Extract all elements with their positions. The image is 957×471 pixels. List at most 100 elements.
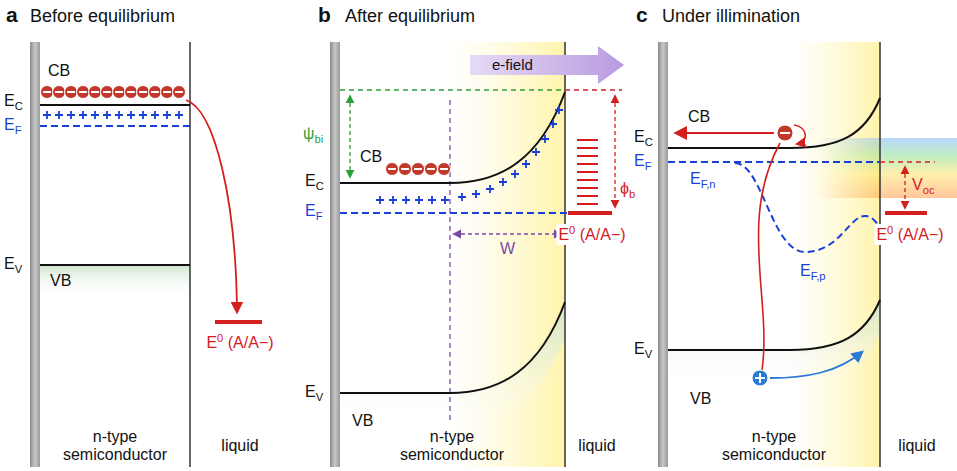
energy-symbol: EV (305, 383, 323, 404)
photo-hole (752, 370, 768, 386)
plus-sign (522, 160, 530, 168)
text-part: E (4, 255, 15, 272)
plus-symbol (43, 111, 51, 119)
redox-level (885, 211, 927, 215)
minus-sign (151, 91, 159, 93)
text-part: E (800, 262, 811, 279)
plus-sign (127, 111, 135, 119)
band-name: VB (50, 272, 71, 290)
text-part: C (15, 100, 23, 112)
conduction-band-edge (668, 98, 880, 148)
energy-symbol: EV (4, 255, 22, 276)
electron-symbol (438, 163, 451, 176)
plus-sign (549, 120, 557, 128)
plus-symbol (402, 196, 410, 204)
plus-sign (759, 373, 761, 383)
valence-band-edge (668, 300, 880, 350)
potential-symbol: ψbi (303, 125, 323, 146)
potential-symbol: ϕb (620, 180, 635, 201)
electron-dot (161, 86, 174, 99)
text-part: After equilibrium (345, 6, 475, 26)
electron-dot (137, 86, 150, 99)
barrier-height-arrow (614, 96, 615, 207)
region-label: liquid (578, 437, 615, 455)
energy-symbol: EF,n (690, 170, 716, 191)
redox-level (568, 211, 612, 215)
region-label: n-type semiconductor (396, 428, 508, 465)
electron-dot (399, 163, 412, 176)
panel-title: Under illimination (662, 6, 800, 27)
plus-symbol (511, 170, 519, 178)
electron-dot (149, 86, 162, 99)
photovoltage-arrow (904, 167, 905, 208)
text-part: V (912, 176, 923, 193)
conduction-band-edge (340, 92, 565, 183)
text-part: E (305, 172, 316, 189)
e-field-arrow (470, 46, 624, 84)
plus-symbol (55, 111, 63, 119)
region-label: liquid (221, 437, 258, 455)
text-part: e-field (492, 56, 533, 73)
text-part: F (316, 210, 323, 222)
minus-sign (414, 168, 422, 170)
electron-dot (77, 86, 90, 99)
depletion-shade (790, 42, 880, 467)
energy-symbol: EF (634, 152, 652, 173)
text-part: Under illimination (662, 6, 800, 26)
redox-label: E0 (A/A−) (556, 224, 627, 245)
plus-sign (139, 111, 147, 119)
text-part: VB (50, 272, 71, 289)
band-name: VB (690, 390, 711, 408)
text-part: W (500, 240, 515, 257)
text-part: VB (690, 390, 711, 407)
minus-sign (115, 91, 123, 93)
plus-sign (441, 196, 449, 204)
text-part: E (558, 226, 569, 243)
text-part: b (318, 3, 331, 26)
electron-dot (438, 163, 451, 176)
electron-symbol (77, 86, 90, 99)
plus-sign (376, 196, 384, 204)
energy-symbol: EC (634, 128, 653, 149)
valence-band-shade (668, 300, 880, 385)
plus-sign (55, 111, 63, 119)
energy-symbol: EC (305, 172, 324, 193)
valence-band-edge (340, 302, 565, 393)
region-label: n-type semiconductor (718, 428, 830, 465)
text-part: (A/A−) (575, 226, 625, 243)
surface-state-line (577, 147, 598, 149)
text-part: E (690, 170, 701, 187)
minus-sign (427, 168, 435, 170)
excitation-line (758, 143, 780, 370)
plus-symbol (103, 111, 111, 119)
region-label: liquid (898, 437, 935, 455)
electron-symbol (89, 86, 102, 99)
plus-sign (151, 111, 159, 119)
plus-symbol (428, 196, 436, 204)
plus-sign (79, 111, 87, 119)
text-part: F (15, 124, 22, 136)
surface-state-line (577, 195, 598, 197)
hole-path-arrow (770, 352, 862, 378)
guide-line (565, 89, 622, 90)
text-part: n-type semiconductor (63, 428, 167, 463)
electron-dot (386, 163, 399, 176)
text-part: E (634, 340, 645, 357)
panel-letter: c (636, 3, 648, 27)
energy-symbol: EV (634, 340, 652, 361)
minus-sign (127, 91, 135, 93)
quasi-fermi-level-p (735, 163, 880, 252)
plus-symbol (175, 111, 183, 119)
text-part: ϕ (620, 180, 629, 197)
band-name: CB (688, 108, 710, 126)
valence-band-edge (40, 264, 190, 266)
minus-sign (67, 91, 75, 93)
surface-states (577, 140, 598, 204)
electron-dot (173, 86, 186, 99)
text-part: E (4, 116, 15, 133)
panel-title: After equilibrium (345, 6, 475, 27)
redox-level (215, 320, 262, 324)
panel-letter: a (6, 3, 18, 27)
plus-sign (499, 178, 507, 186)
